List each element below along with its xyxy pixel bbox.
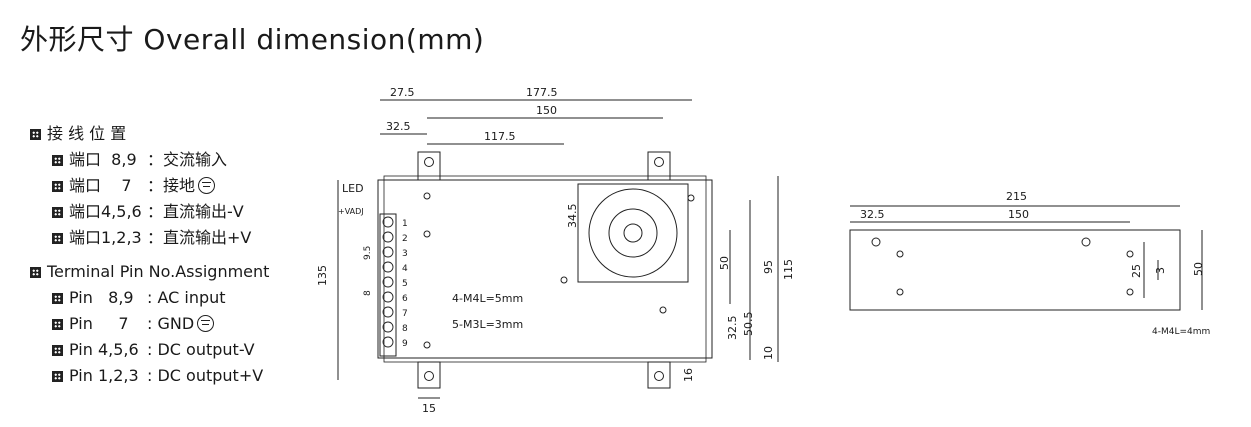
legend-cn-row: 端口4,5,6：直流输出-V [52, 198, 244, 222]
dim-label: 95 [762, 260, 775, 274]
terminal-block [379, 213, 397, 357]
mount-tab [647, 361, 671, 389]
dim-label: 32.5 [860, 208, 885, 221]
bullet-icon [52, 319, 63, 330]
top-view-drawing: 27.5 177.5 150 32.5 117.5 135 9.5 8 34.5… [316, 86, 795, 415]
fan-hub [623, 223, 643, 243]
screw-hole [654, 157, 664, 167]
dim-label: 50.5 [742, 312, 755, 337]
bullet-icon [52, 371, 63, 382]
ground-icon [197, 315, 215, 332]
bullet-icon [52, 181, 63, 192]
fan-grill-outer [588, 188, 678, 278]
fan-grill-inner [608, 208, 658, 258]
legend-cn-row: 端口 7：接地 [52, 172, 216, 196]
psu-body-outline [377, 179, 713, 359]
legend-en-row: Pin 1,2,3: DC output+V [52, 366, 263, 385]
dim-label: 25 [1130, 264, 1143, 278]
dim-label: 150 [536, 104, 557, 117]
dim-label: 215 [1006, 190, 1027, 203]
screw-hole [1126, 250, 1134, 258]
fan-grill-frame [577, 183, 689, 283]
m4-label: 4-M4L=5mm [452, 292, 523, 305]
m3-label: 5-M3L=3mm [452, 318, 523, 331]
screw-hole [687, 194, 695, 202]
bullet-icon [52, 155, 63, 166]
screw-hole [424, 371, 434, 381]
mount-tab [417, 151, 441, 181]
legend-cn-heading: 接 线 位 置 [30, 120, 126, 144]
led-label: LED [342, 182, 364, 195]
legend-en-row: Pin 8,9: AC input [52, 288, 226, 307]
screw-hole [423, 230, 431, 238]
terminal-number: 7 [402, 309, 408, 319]
terminal-number: 6 [402, 294, 408, 304]
dim-label: 50 [1192, 262, 1205, 276]
mount-tab [417, 361, 441, 389]
screw-hole [423, 341, 431, 349]
dim-label: 177.5 [526, 86, 558, 99]
legend-en-row: Pin 4,5,6: DC output-V [52, 340, 255, 359]
bullet-icon [52, 207, 63, 218]
terminal-number: 1 [402, 219, 408, 229]
legend-en-heading: Terminal Pin No.Assignment [30, 262, 269, 281]
dim-label: 10 [762, 346, 775, 360]
dim-label: 32.5 [386, 120, 411, 133]
legend-en-row: Pin 7: GND [52, 314, 215, 333]
dim-label: 34.5 [566, 204, 579, 229]
screw-hole [871, 237, 881, 247]
dim-label: 117.5 [484, 130, 516, 143]
bullet-icon [30, 129, 41, 140]
screw-hole [560, 276, 568, 284]
dim-label: 3 [1154, 267, 1167, 274]
screw-hole [654, 371, 664, 381]
bullet-icon [30, 267, 41, 278]
side-view-drawing: 215 32.5 150 25 3 50 4-M4L=4mm [849, 190, 1210, 337]
dim-label: 15 [422, 402, 436, 415]
screw-hole [1126, 288, 1134, 296]
screw-hole [896, 288, 904, 296]
dim-label: 115 [782, 259, 795, 280]
terminal-number: 9 [402, 339, 408, 349]
bullet-icon [52, 293, 63, 304]
terminal-number: 5 [402, 279, 408, 289]
screw-hole [423, 192, 431, 200]
dim-label: 32.5 [726, 316, 739, 341]
dim-label: 8 [363, 290, 373, 296]
page-title: 外形尺寸 Overall dimension(mm) [20, 23, 485, 56]
dim-label: 150 [1008, 208, 1029, 221]
terminal-number: 8 [402, 324, 408, 334]
terminal-number: 2 [402, 234, 408, 244]
dim-label: 9.5 [363, 246, 373, 260]
terminal-number: 3 [402, 249, 408, 259]
psu-body-inner-outline [383, 175, 707, 363]
bullet-icon [52, 345, 63, 356]
ground-icon [198, 177, 216, 194]
dim-label: 50 [718, 256, 731, 270]
screw-hole [1081, 237, 1091, 247]
terminal-screws [382, 216, 394, 348]
terminal-number: 4 [402, 264, 408, 274]
screw-hole [424, 157, 434, 167]
screw-hole [659, 306, 667, 314]
legend-cn-row: 端口1,2,3：直流输出+V [52, 224, 251, 248]
vadj-label: +VADJ [338, 207, 364, 216]
mount-screw-label: 4-M4L=4mm [1152, 327, 1210, 337]
dim-label: 27.5 [390, 86, 415, 99]
bullet-icon [52, 233, 63, 244]
mount-tab [647, 151, 671, 181]
dim-label: 16 [682, 368, 695, 382]
legend-cn-row: 端口 8,9：交流输入 [52, 146, 227, 170]
screw-hole [896, 250, 904, 258]
side-body-outline [849, 229, 1181, 311]
dim-label: 135 [316, 265, 329, 286]
